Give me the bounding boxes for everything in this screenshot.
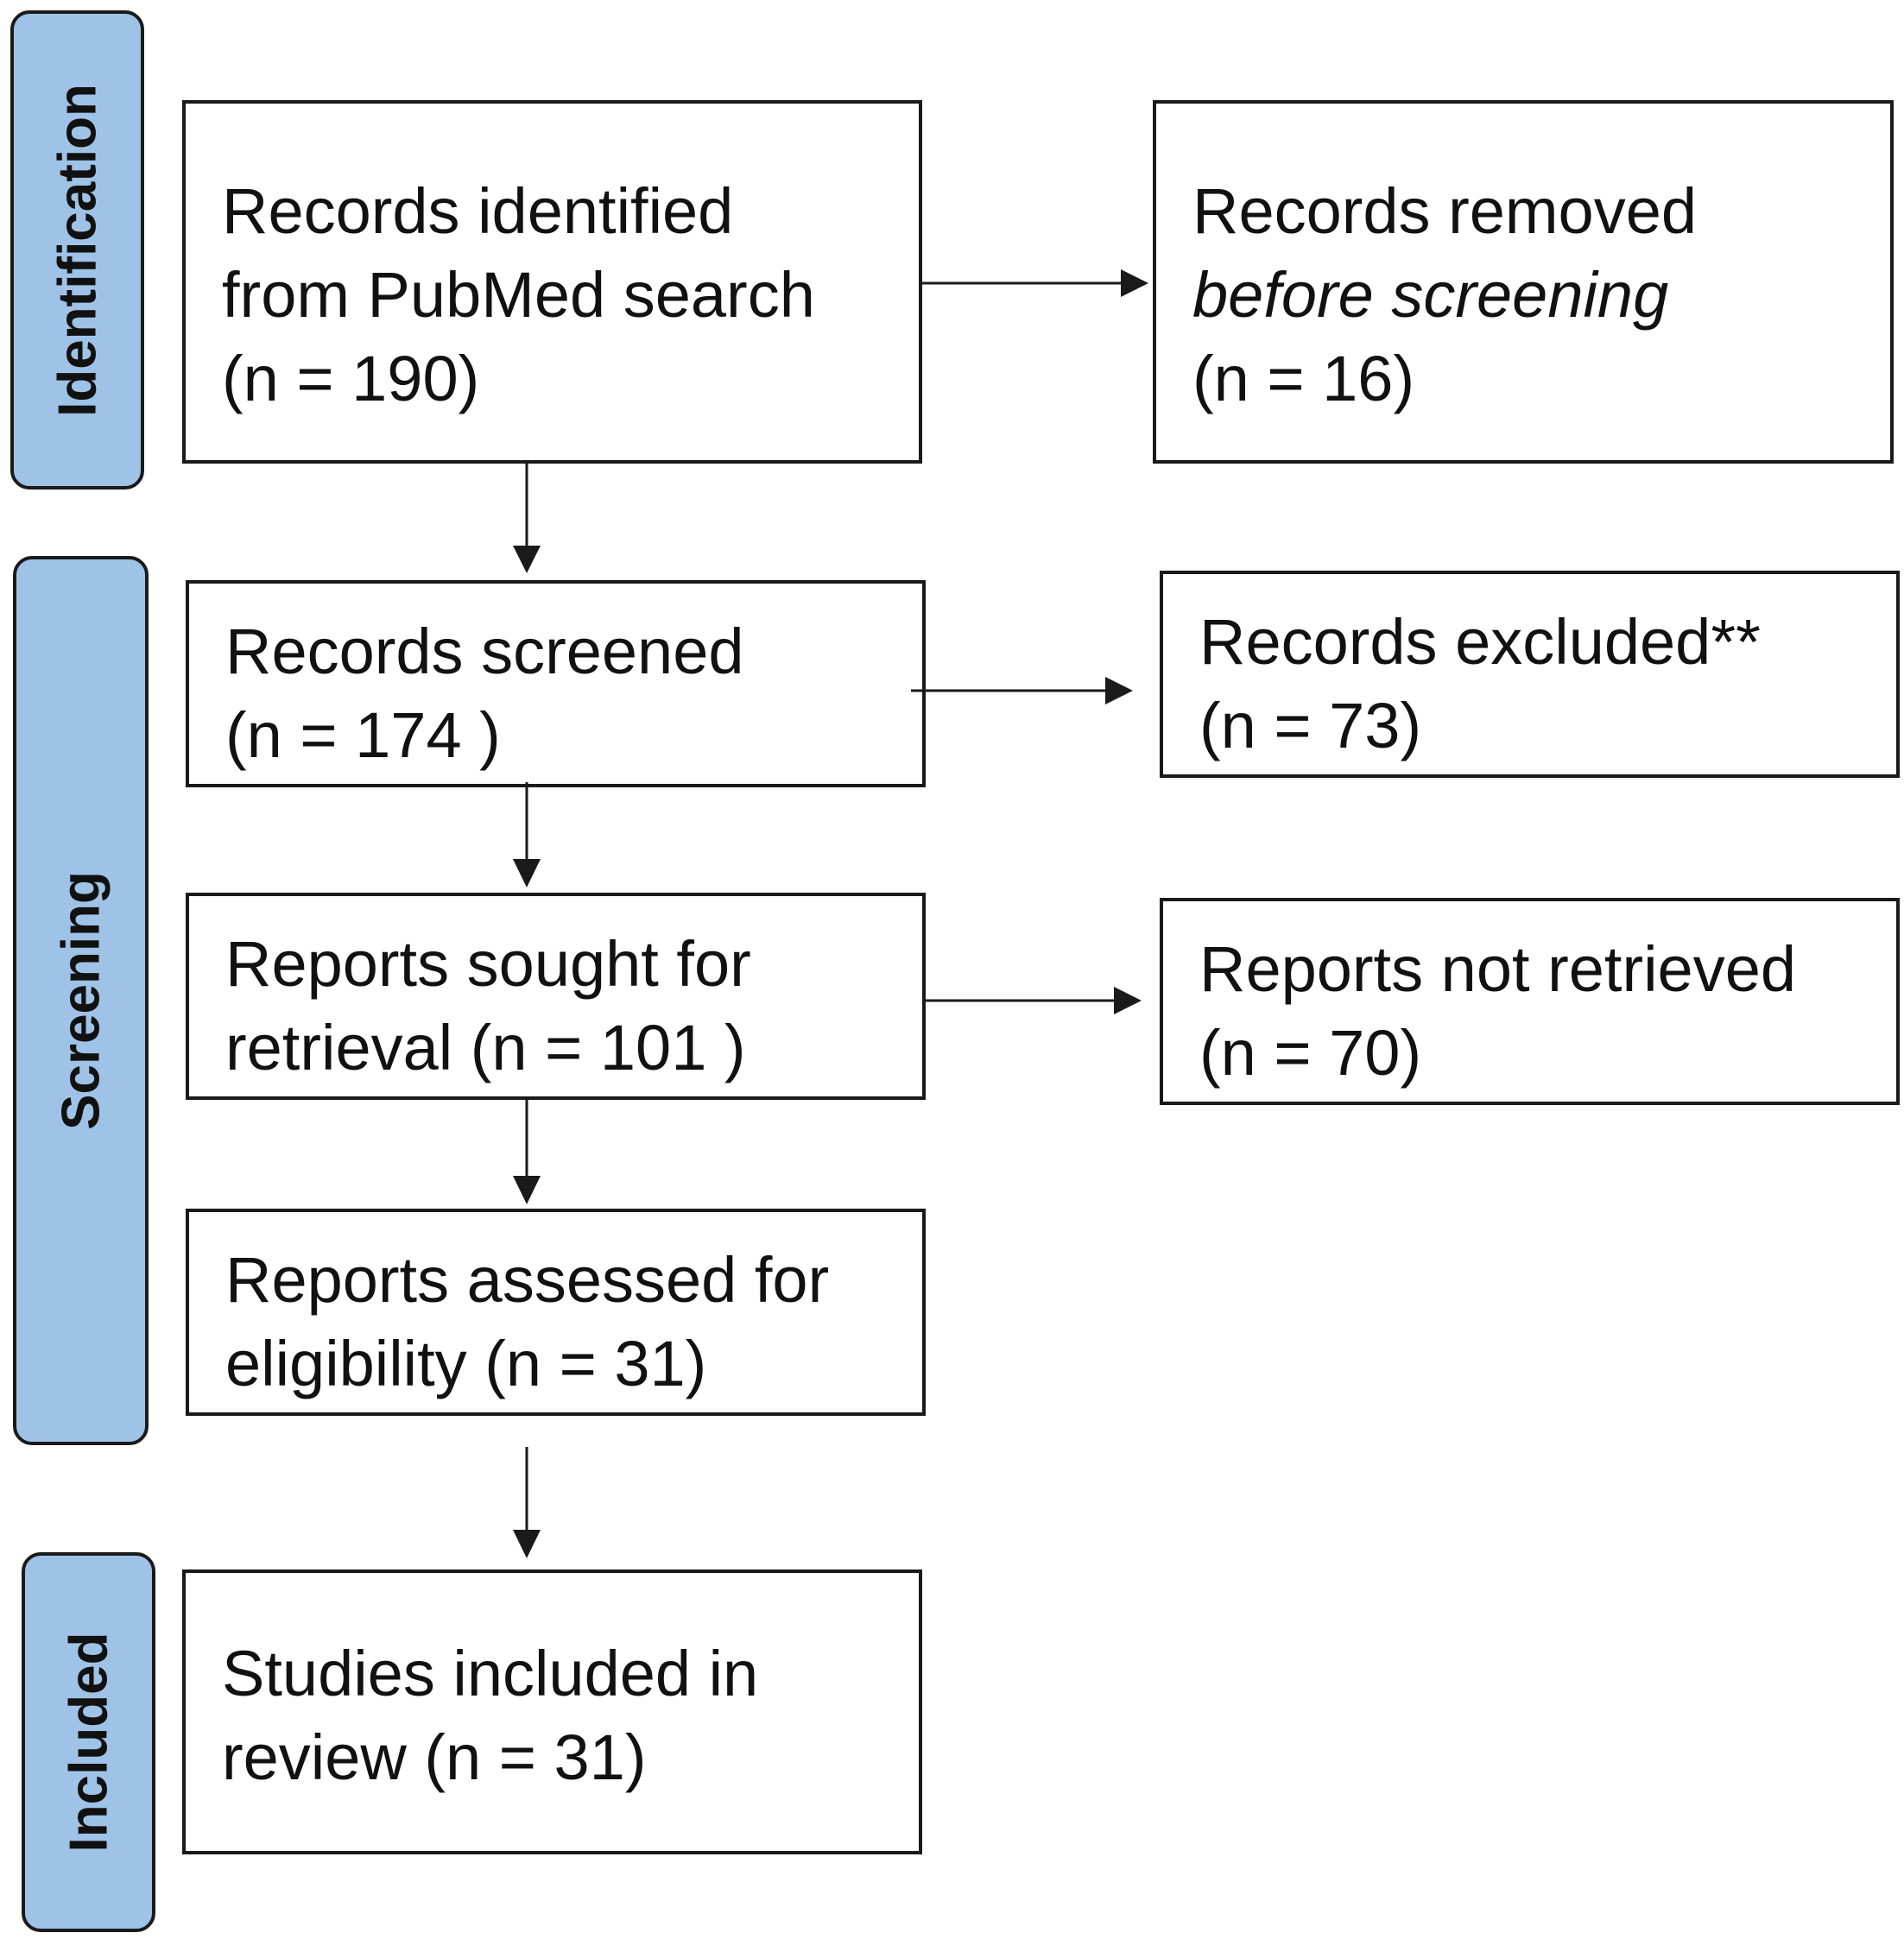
reports-not-retrieved-count: (n = 70) [1199,1017,1422,1089]
reports-not-retrieved-line1: Reports not retrieved [1199,933,1797,1005]
reports-assessed-line2: eligibility (n = 31) [225,1328,707,1399]
records-removed-count: (n = 16) [1192,343,1415,414]
records-identified-count: (n = 190) [222,343,480,414]
records-removed-line2: before screening [1192,259,1669,331]
records-screened-line1: Records screened [225,616,744,687]
phase-identification: Identification [10,10,144,489]
phase-included: Included [22,1552,155,1932]
records-identified-box: Records identified from PubMed search (n… [182,100,922,464]
studies-included-box: Studies included in review (n = 31) [182,1570,922,1854]
studies-included-line1: Studies included in [222,1638,759,1709]
records-identified-line1: Records identified [222,175,734,247]
records-removed-line1: Records removed [1192,175,1698,247]
records-excluded-count: (n = 73) [1199,690,1422,761]
reports-assessed-line1: Reports assessed for [225,1244,830,1316]
records-excluded-box: Records excluded** (n = 73) [1160,571,1900,778]
reports-not-retrieved-box: Reports not retrieved (n = 70) [1160,898,1900,1105]
reports-sought-line2: retrieval (n = 101 ) [225,1012,746,1083]
records-identified-line2: from PubMed search [222,259,815,331]
records-screened-count: (n = 174 ) [225,699,501,771]
reports-sought-line1: Reports sought for [225,928,751,1000]
records-screened-box: Records screened (n = 174 ) [186,580,926,787]
studies-included-line2: review (n = 31) [222,1721,647,1793]
reports-sought-box: Reports sought for retrieval (n = 101 ) [186,893,926,1100]
reports-assessed-box: Reports assessed for eligibility (n = 31… [186,1209,926,1416]
phase-screening: Screening [13,556,149,1445]
records-removed-box: Records removed before screening (n = 16… [1153,100,1894,464]
records-excluded-line1: Records excluded** [1199,606,1761,678]
